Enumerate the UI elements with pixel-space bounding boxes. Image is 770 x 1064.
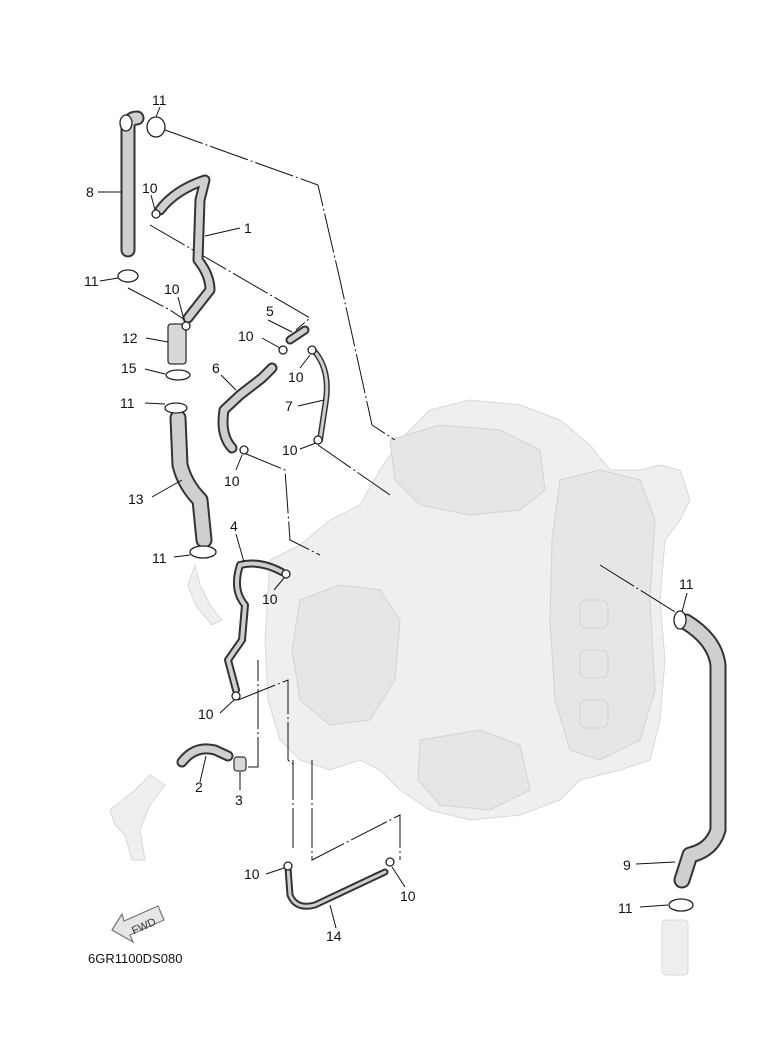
hose-5 <box>285 325 310 345</box>
callout-15: 15 <box>121 360 137 376</box>
callout-7: 7 <box>285 398 293 414</box>
part-code: 6GR1100DS080 <box>88 951 182 966</box>
hose-6 <box>217 362 278 454</box>
clamps <box>117 116 694 912</box>
callout-11: 11 <box>679 576 694 592</box>
hose-12 <box>167 323 187 365</box>
hose-14 <box>284 864 389 910</box>
callout-9: 9 <box>623 857 631 873</box>
callout-11: 11 <box>618 900 633 916</box>
callout-10: 10 <box>244 866 260 882</box>
callout-5: 5 <box>266 303 274 319</box>
hose-7 <box>312 349 330 443</box>
hose-13 <box>169 409 213 549</box>
callout-labels: 11 8 10 1 11 10 12 5 10 15 6 10 11 7 10 … <box>84 92 694 944</box>
callout-13: 13 <box>128 491 144 507</box>
callout-12: 12 <box>122 330 138 346</box>
callout-10: 10 <box>288 369 304 385</box>
callout-8: 8 <box>86 184 94 200</box>
fwd-arrow-icon: FWD <box>111 905 165 944</box>
callout-11: 11 <box>120 395 135 411</box>
callout-10: 10 <box>224 473 240 489</box>
hose-4 <box>224 559 286 694</box>
callout-2: 2 <box>195 779 203 795</box>
callout-3: 3 <box>235 792 243 808</box>
callout-14: 14 <box>326 928 342 944</box>
callout-11: 11 <box>152 92 167 108</box>
hose-9 <box>673 613 727 889</box>
hose-2 <box>176 743 234 768</box>
callout-11: 11 <box>152 550 167 566</box>
callout-6: 6 <box>212 360 220 376</box>
callout-10: 10 <box>238 328 254 344</box>
callout-4: 4 <box>230 518 238 534</box>
callout-10: 10 <box>142 180 158 196</box>
hose-1 <box>154 174 216 324</box>
callout-10: 10 <box>282 442 298 458</box>
callout-10: 10 <box>262 591 278 607</box>
hose-3 <box>233 756 247 772</box>
callout-10: 10 <box>400 888 416 904</box>
callout-1: 1 <box>244 220 252 236</box>
callout-11: 11 <box>84 273 99 289</box>
callout-10: 10 <box>164 281 180 297</box>
callout-10: 10 <box>198 706 214 722</box>
engine-block-ghost <box>109 399 691 976</box>
hose-8 <box>119 110 145 258</box>
leader-lines <box>98 106 688 929</box>
